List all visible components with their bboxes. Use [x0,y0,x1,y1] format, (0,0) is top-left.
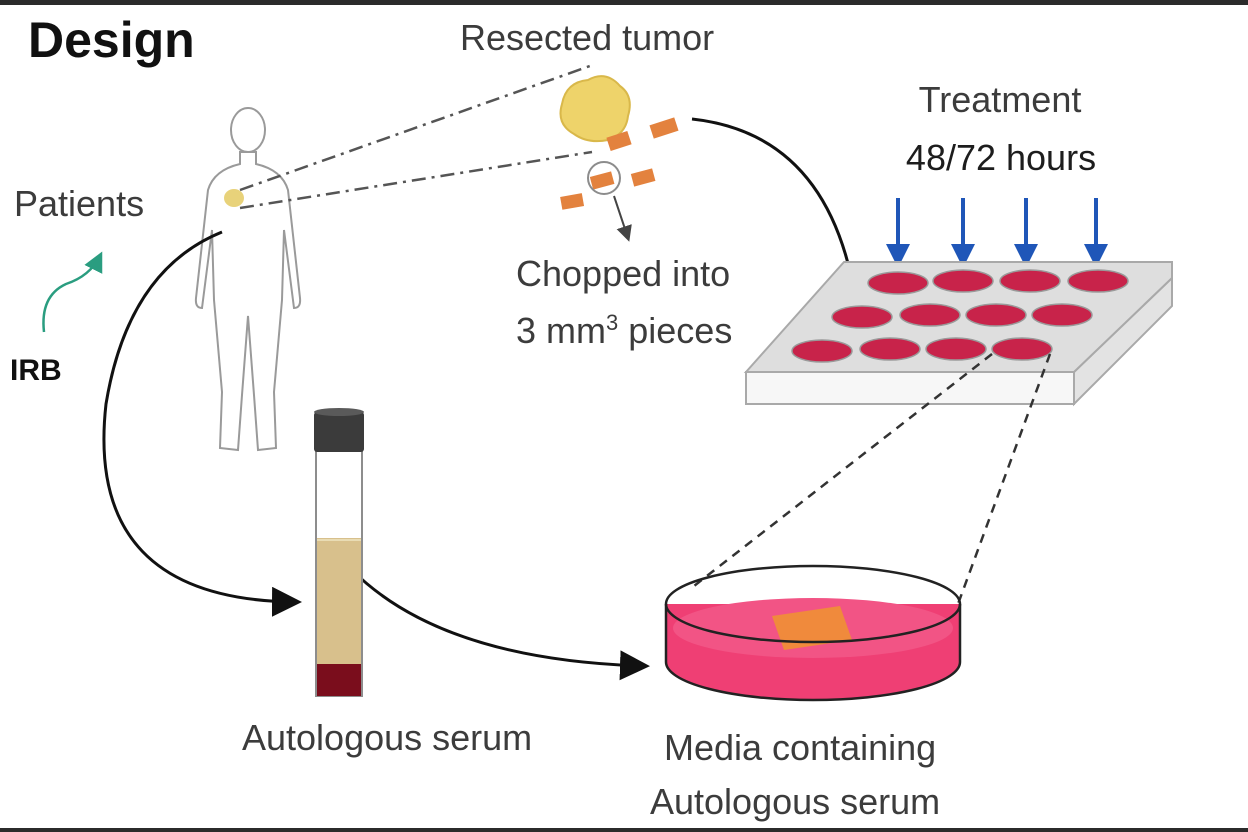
chopped-label-line2: 3 mm3 pieces [516,312,732,349]
plate-well [791,339,853,363]
piece-highlight-circle [587,161,621,195]
plate-well [1031,303,1093,327]
plate-well [859,337,921,361]
petri-dish-icon [664,564,962,702]
test-tube-icon [314,408,364,697]
tumor-site-marker [224,189,244,207]
resected-tumor-label: Resected tumor [460,17,715,58]
patient-to-serum-arrow [102,230,302,617]
plate-well [831,305,893,329]
chopped-exponent: 3 [606,310,619,335]
plate-well [991,337,1053,361]
patients-label: Patients [14,183,145,224]
plate-well [1067,269,1129,293]
chopped-size: 3 mm [516,310,606,351]
chopped-label-line1: Chopped into [516,253,731,294]
zoom-lines [693,353,1052,605]
media-label-line1: Media containing [664,727,937,768]
irb-label: IRB [10,354,62,387]
media-label-line2: Autologous serum [650,781,941,822]
plate-well [932,269,994,293]
plate-well [867,271,929,295]
chopped-pieces-text: pieces [618,310,733,351]
resected-tumor-icon [559,75,631,143]
plate-well [925,337,987,361]
treatment-duration-label: 48/72 hours [905,137,1097,178]
chopped-pieces-icon [560,117,679,210]
patient-body-icon [194,107,302,452]
chopped-pointer-arrow [613,195,632,242]
treatment-arrows [886,198,1108,268]
plate-well [899,303,961,327]
irb-arrow [42,251,103,333]
diagram-title: Design [28,12,195,68]
plate-wells [791,269,1129,363]
projection-lines [239,64,593,210]
plate-well [965,303,1027,327]
autologous-serum-label: Autologous serum [242,717,533,758]
serum-to-dish-arrow [350,568,650,681]
plate-well [999,269,1061,293]
treatment-label: Treatment [918,79,1082,120]
